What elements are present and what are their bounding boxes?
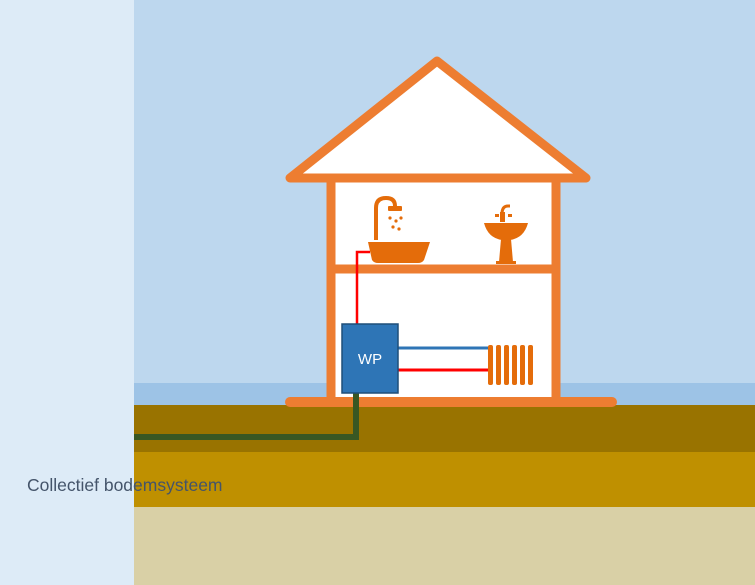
hot-water-pipe (355, 250, 370, 327)
left-panel (0, 0, 134, 585)
soil-layer (134, 452, 755, 507)
heat-pump-box (341, 323, 399, 394)
sink-icon (484, 204, 528, 264)
system-caption: Collectief bodemsysteem (27, 475, 223, 495)
heat-pump-unit: WP (341, 323, 399, 394)
subsoil-layer (134, 507, 755, 585)
shower-bath-icon (368, 195, 430, 263)
house-body (326, 173, 561, 407)
house (285, 56, 617, 407)
topsoil-layer (134, 405, 755, 452)
radiator-icon (488, 345, 533, 385)
pipes (134, 250, 492, 440)
heat-pump-label: WP (358, 351, 382, 368)
ground-loop-pipe (134, 393, 359, 440)
